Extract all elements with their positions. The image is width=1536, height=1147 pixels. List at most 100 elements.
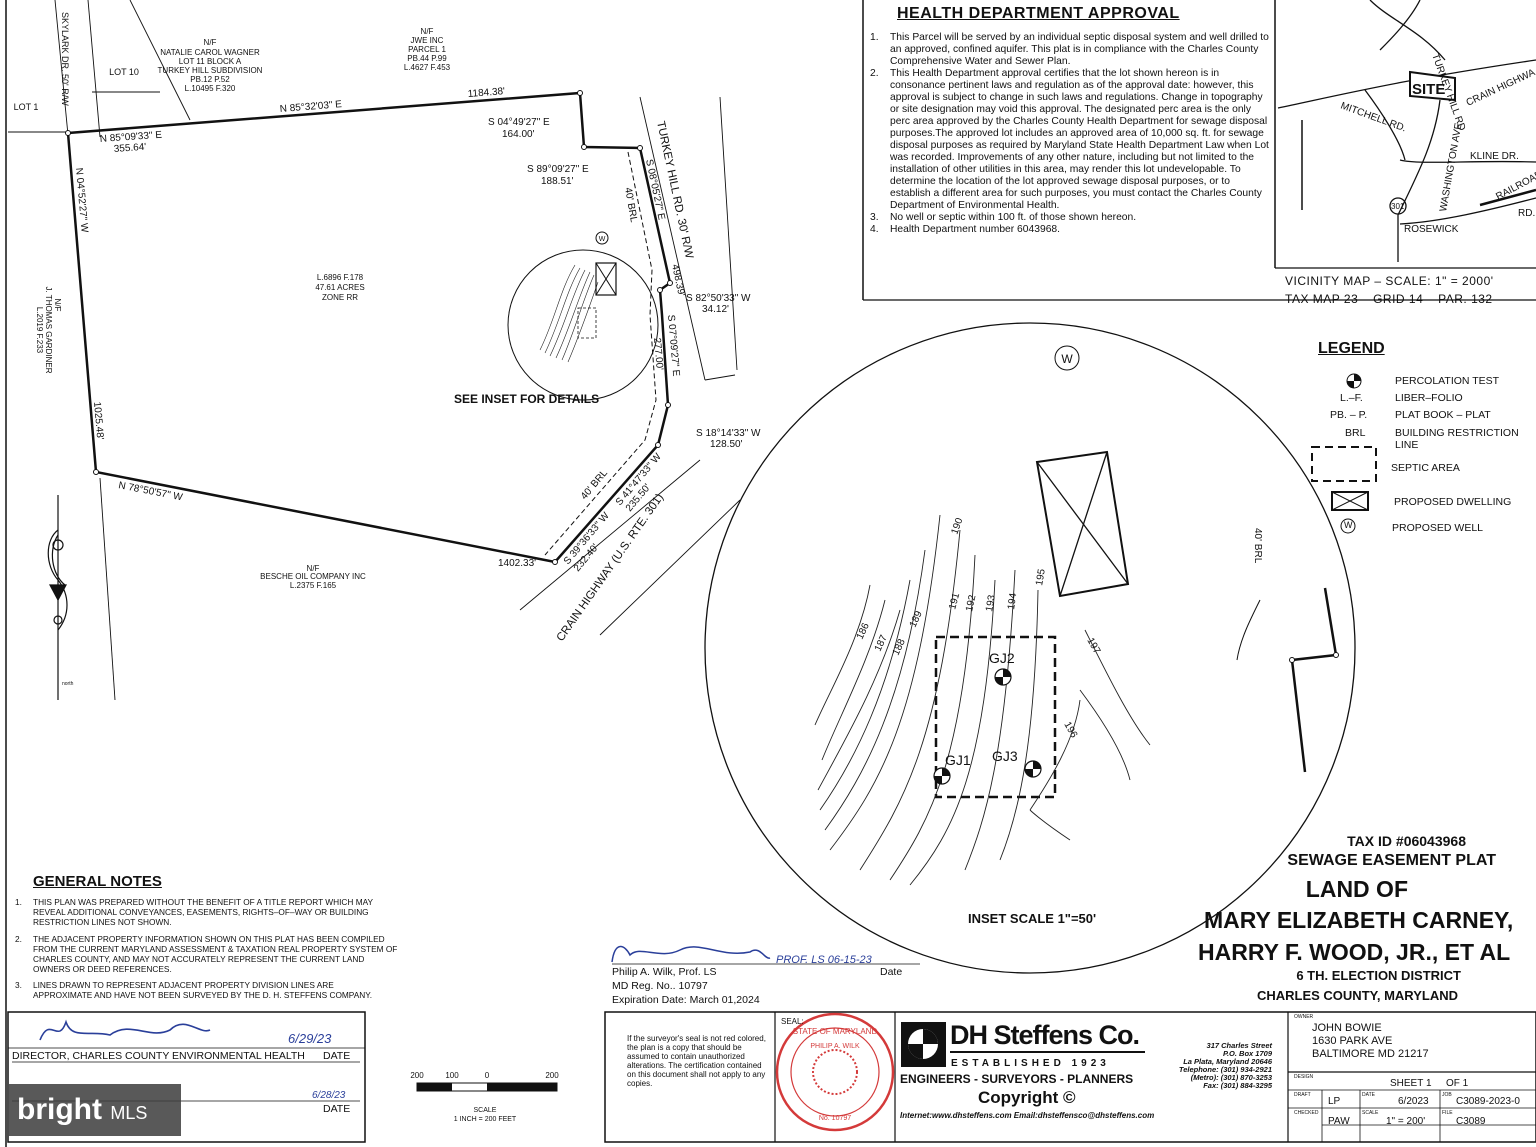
legend-label-well: PROPOSED WELL [1392,522,1484,534]
gj2-label: GJ2 [989,650,1015,666]
firm-address: 317 Charles Street P.O. Box 1709 La Plat… [1150,1042,1272,1090]
north-arrow-label: north [62,681,74,687]
legend-label-brl: BUILDING RESTRICTION LINE [1395,427,1519,451]
legend-sym-brl: BRL [1345,427,1366,439]
health-item: 2.This Health Department approval certif… [870,68,1269,211]
job-value: C3089-2023-0 [1456,1096,1520,1107]
seal-ring-text: STATE OF MARYLAND [793,1027,878,1036]
tax-id: TAX ID #06043968 [1347,833,1466,849]
svg-text:197: 197 [1084,636,1102,656]
railroad-label: RAILROAD [1494,169,1536,203]
legend-well-icon [1340,518,1356,534]
firm-address-line: P.O. Box 1709 [1222,1049,1272,1058]
svg-text:194: 194 [1006,592,1019,610]
course-c2: S 89°09'27" E [527,164,589,175]
gardiner-line-1: J. THOMAS GARDINER [44,287,53,374]
small-well-label: W [599,236,606,243]
bright-mls-watermark: bright MLS [9,1084,181,1136]
checked-value: PAW [1328,1116,1350,1127]
course-c5-dist: 277.00' [651,337,665,370]
inset-scale-label: INSET SCALE 1"=50' [968,911,1097,926]
route-label: 301 [1391,202,1405,211]
lot10-label: LOT 10 [109,67,139,77]
besche-line-1: BESCHE OIL COMPANY INC [260,572,366,581]
parcel-line-2: ZONE RR [322,293,358,302]
election-district: 6 TH. ELECTION DISTRICT [1296,968,1461,983]
plat-type: SEWAGE EASEMENT PLAT [1287,852,1496,869]
contour-lines [814,514,1151,886]
inset-locator-circle [507,249,659,401]
rosewick-label: ROSEWICK [1404,224,1459,235]
washington-label: WASHINGTON AVE [1438,122,1464,213]
health-item: 3.No well or septic within 100 ft. of th… [870,212,1137,223]
svg-text:186: 186 [855,621,872,641]
health-item: 1.This Parcel will be served by an indiv… [870,32,1269,67]
gj1-label: GJ1 [945,752,971,768]
crain-vic-label: CRAIN HIGHWA [1465,67,1536,109]
dh-steffens-logo-icon [901,1022,946,1067]
svg-text:193: 193 [984,594,998,613]
sheet-of: OF 1 [1446,1078,1469,1089]
owner-block: JOHN BOWIE 1630 PARK AVE BALTIMORE MD 21… [1312,1022,1429,1061]
health-dept-list: 1.This Parcel will be served by an indiv… [870,32,1270,236]
jwe-line-0: N/F [421,27,434,36]
course-c4-dist: 34.12' [702,304,729,315]
firm-name: DH Steffens Co. [950,1020,1140,1050]
firm-tagline: ENGINEERS - SURVEYORS - PLANNERS [900,1072,1134,1086]
course-north1-dist: 1184.38' [467,86,505,100]
surveyor-seal [775,1012,895,1132]
health-item: 4.Health Department number 6043968. [870,224,1061,235]
contour-labels: 186 187 188 189 190 191 192 193 194 195 … [855,516,1103,740]
course-north1: N 85°32'03" E [279,99,342,115]
county: CHARLES COUNTY, MARYLAND [1256,988,1458,1003]
owner-block-label: OWNER [1294,1014,1314,1020]
firm-address-line: Fax: (301) 884-3295 [1203,1081,1272,1090]
director-signature [39,1019,211,1041]
legend-septic-icon [1311,446,1377,482]
kline-label: KLINE DR. [1470,151,1519,162]
perc-tests [933,668,1042,785]
draft-label: DRAFT [1294,1092,1311,1098]
vicinity-tax: TAX MAP 23 – GRID 14 – PAR. 132 [1285,292,1493,306]
firm-copyright: Copyright © [978,1088,1076,1107]
scale-label-text: SCALE [474,1107,497,1114]
file-label: FILE [1442,1110,1453,1116]
north-arrow-icon [47,495,68,700]
seal-name-text: PHILIP A. WILK [810,1043,860,1050]
skylark-label: SKYLARK DR. 50' R/W [60,12,70,106]
general-notes-title: GENERAL NOTES [33,873,162,890]
svg-text:189: 189 [908,609,925,629]
general-note: 3.LINES DRAWN TO REPRESENT ADJACENT PROP… [15,980,373,1000]
seal-label: SEAL: [781,1017,804,1026]
legend-label-septic: SEPTIC AREA [1391,462,1460,474]
scale-tick-3: 200 [545,1071,559,1080]
legend-perc-icon [1346,373,1362,389]
firm-address-line: Telephone: (301) 934-2921 [1178,1065,1272,1074]
course-west-dist: 1025.48' [91,401,105,440]
gardiner-line-0: N/F [53,299,62,312]
perc-test-gj2 [994,668,1012,686]
scale-bar [416,1082,558,1092]
gj3-label: GJ3 [992,748,1018,764]
jwe-line-2: PARCEL 1 [408,45,446,54]
course-c1: S 04°49'27" E [488,117,550,128]
director-date2-label: DATE [323,1103,351,1115]
job-label: JOB [1442,1092,1452,1098]
sheet-number: SHEET 1 [1390,1078,1432,1089]
perc-test-gj3 [1024,760,1042,778]
legend-sym-lf: L.–F. [1340,392,1363,404]
inset-well-label: W [1061,352,1073,366]
besche-line-0: N/F [307,564,320,573]
course-c3-dist: 498.39' [669,263,687,297]
inset-brl-label: 40' BRL [1252,528,1263,564]
svg-text:196: 196 [1061,720,1079,740]
wagner-line-3: TURKEY HILL SUBDIVISION [158,66,263,75]
wagner-line-0: N/F [204,38,217,47]
general-note: 2.THE ADJACENT PROPERTY INFORMATION SHOW… [15,934,398,974]
course-c2-dist: 188.51' [541,176,574,187]
legend-label-perc: PERCOLATION TEST [1395,375,1500,387]
vicinity-map [1277,0,1536,262]
date-label: DATE [1362,1092,1376,1098]
inset-detail-circle [704,322,1356,974]
